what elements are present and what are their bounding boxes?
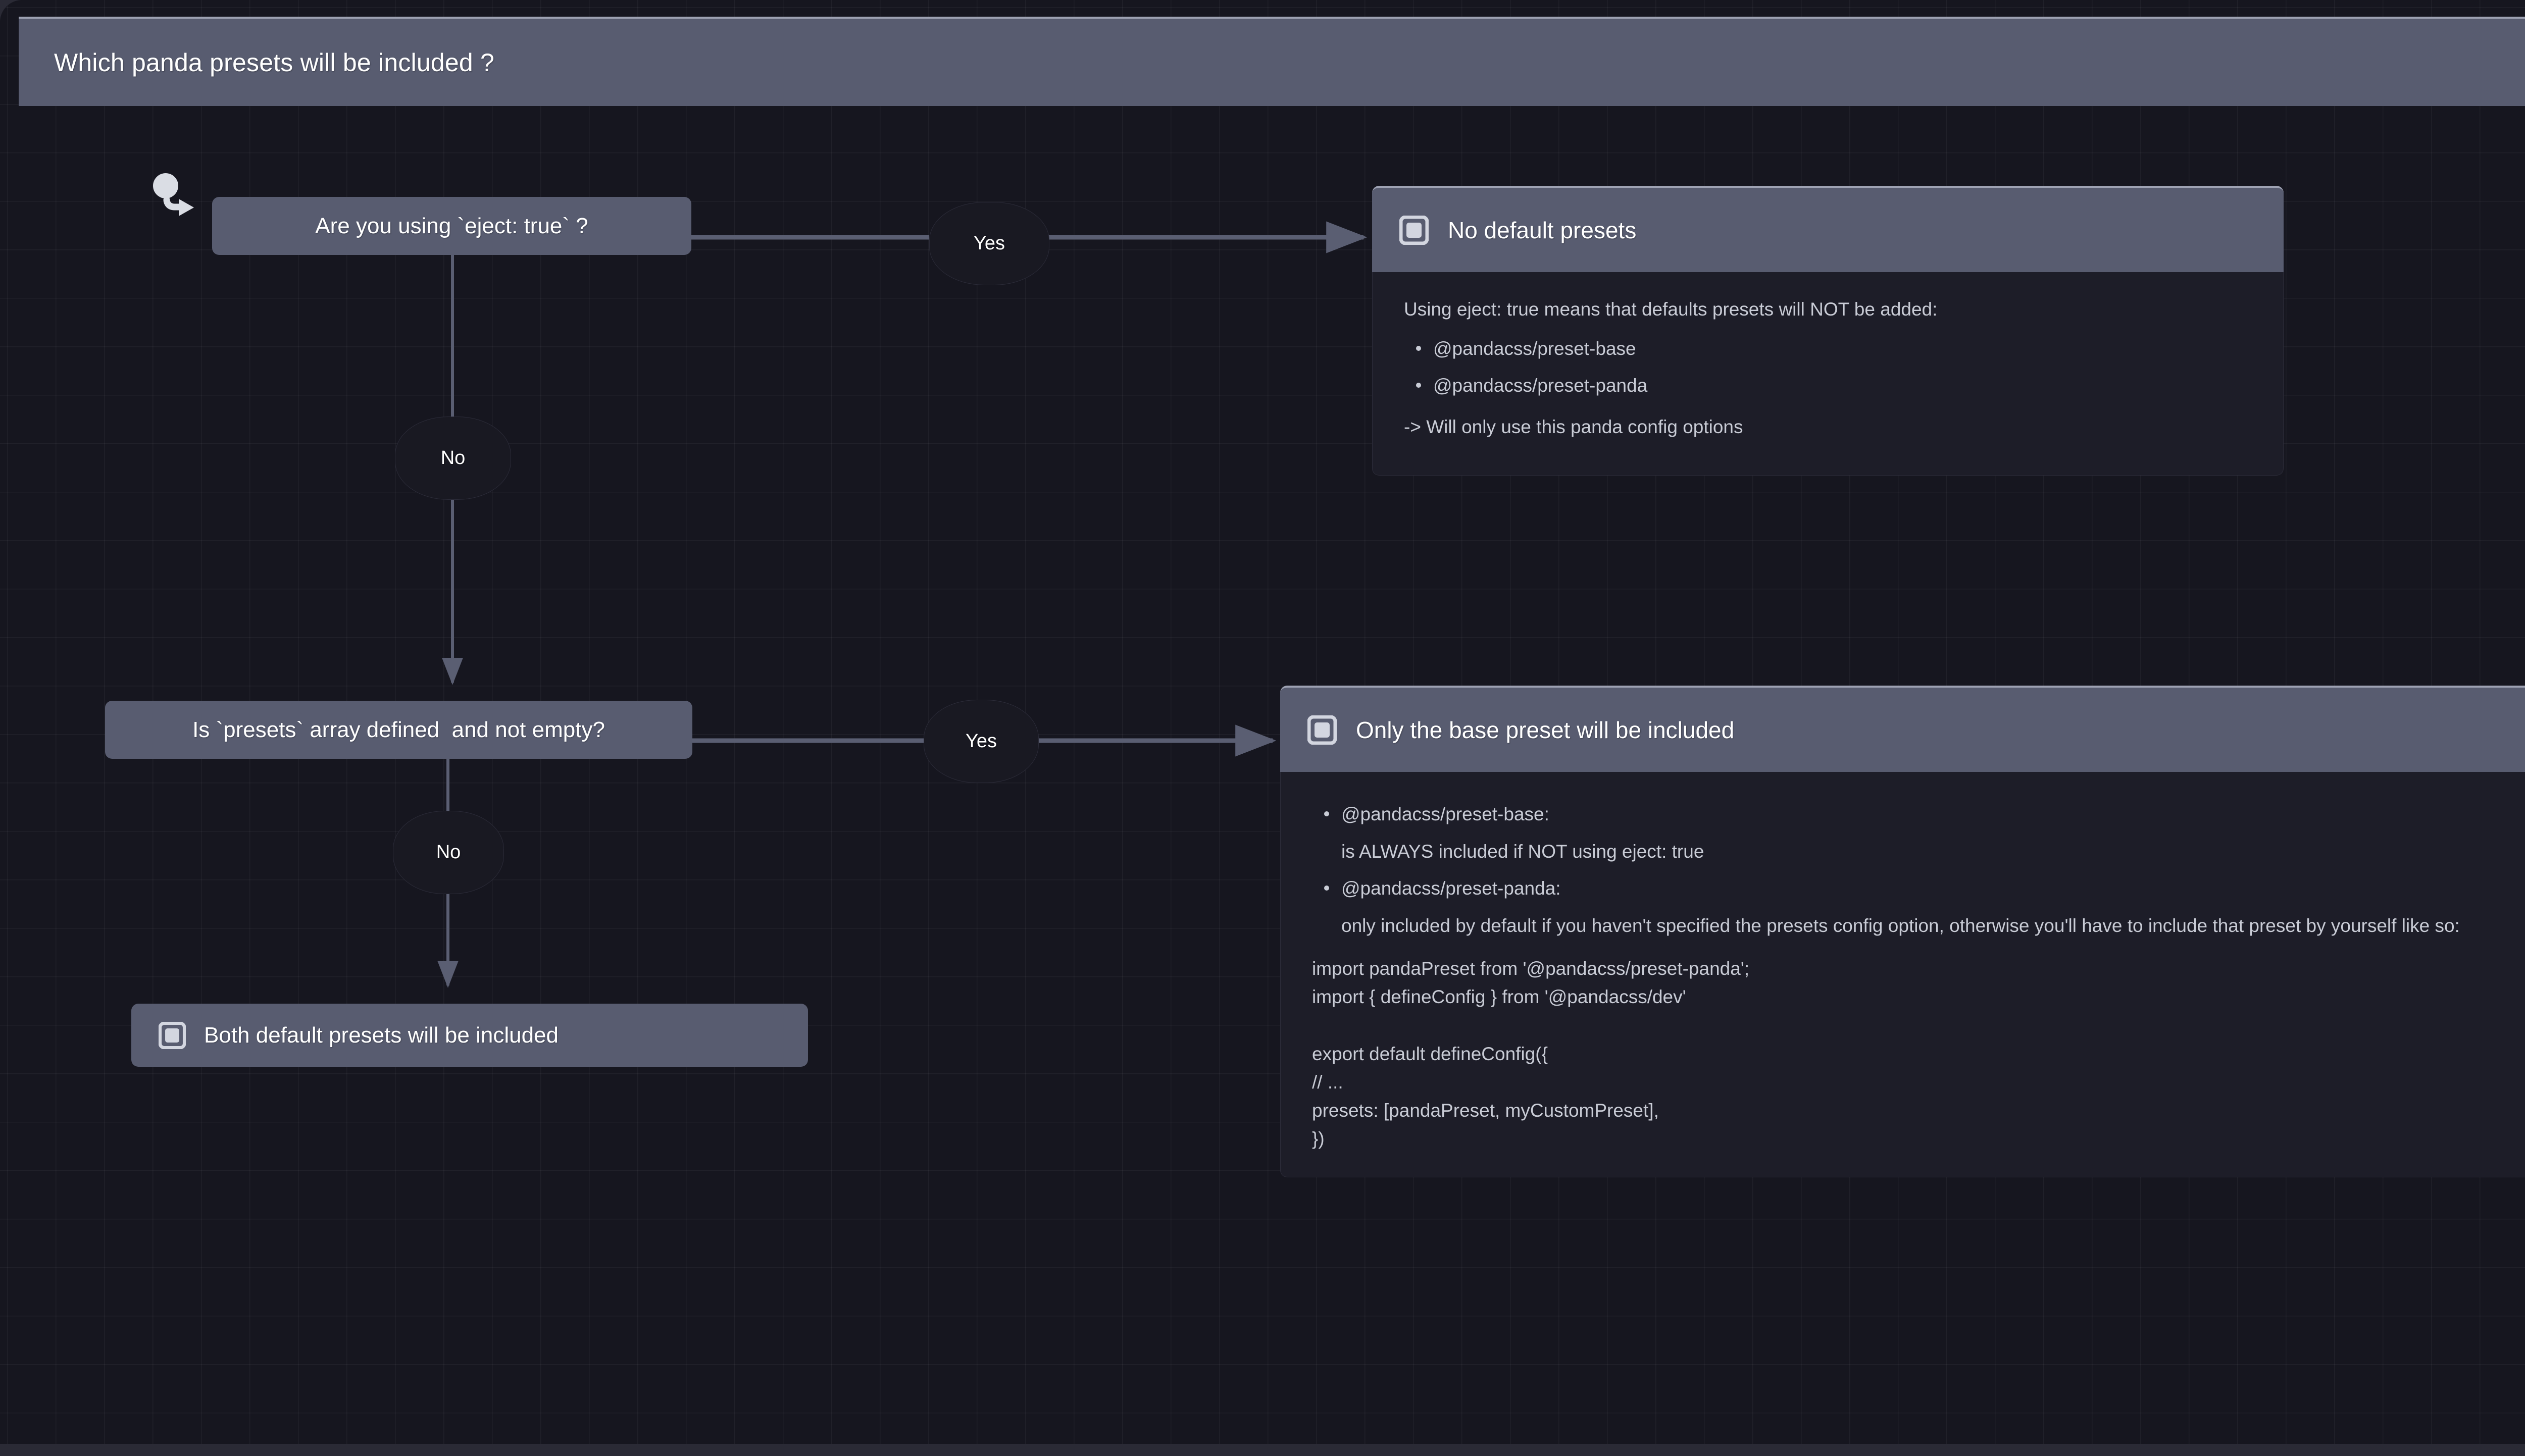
edge-label-presets-yes[interactable]: Yes bbox=[924, 700, 1039, 783]
note-square-icon bbox=[159, 1021, 186, 1049]
bullet-text: @pandacss/preset-base bbox=[1433, 338, 1636, 359]
bullet-text: @pandacss/preset-panda bbox=[1433, 375, 1648, 396]
note-bullet-list: @pandacss/preset-base @pandacss/preset-p… bbox=[1404, 335, 2254, 400]
note-header: No default presets bbox=[1372, 186, 2284, 272]
note-header: Only the base preset will be included bbox=[1280, 686, 2525, 772]
edge-label-text: Yes bbox=[966, 731, 997, 752]
edge-label-text: No bbox=[436, 842, 461, 863]
note-body: @pandacss/preset-base: is ALWAYS include… bbox=[1280, 772, 2525, 1177]
start-node-marker bbox=[153, 173, 194, 216]
page-title: Which panda presets will be included ? bbox=[54, 48, 494, 77]
edge-label-eject-yes[interactable]: Yes bbox=[929, 202, 1049, 285]
list-item: @pandacss/preset-panda bbox=[1416, 372, 2254, 400]
note-bullet-list: @pandacss/preset-base: is ALWAYS include… bbox=[1312, 800, 2525, 940]
bullet-detail: only included by default if you haven't … bbox=[1341, 915, 2460, 936]
note-intro: Using eject: true means that defaults pr… bbox=[1404, 299, 1938, 320]
list-item: @pandacss/preset-base bbox=[1416, 335, 2254, 363]
edge-label-text: No bbox=[440, 447, 466, 469]
note-square-icon bbox=[1307, 715, 1337, 745]
note-panel-no-default-presets[interactable]: No default presets Using eject: true mea… bbox=[1372, 186, 2284, 476]
node-presets-question-label: Is `presets` array defined and not empty… bbox=[192, 717, 605, 742]
edge-label-eject-no[interactable]: No bbox=[395, 417, 511, 500]
note-title: Only the base preset will be included bbox=[1356, 716, 1735, 743]
bullet-text: @pandacss/preset-panda: bbox=[1341, 878, 1561, 899]
list-item: @pandacss/preset-panda: only included by… bbox=[1324, 874, 2525, 940]
node-both-default-presets[interactable]: Both default presets will be included bbox=[131, 1004, 808, 1067]
bullet-text: @pandacss/preset-base: bbox=[1341, 804, 1549, 824]
list-item: @pandacss/preset-base: is ALWAYS include… bbox=[1324, 800, 2525, 865]
node-eject-question[interactable]: Are you using `eject: true` ? bbox=[212, 197, 691, 255]
note-panel-only-base-preset[interactable]: Only the base preset will be included @p… bbox=[1280, 686, 2525, 1177]
bullet-detail: is ALWAYS included if NOT using eject: t… bbox=[1341, 841, 1704, 862]
node-eject-question-label: Are you using `eject: true` ? bbox=[315, 213, 588, 238]
subgraph-header[interactable]: Which panda presets will be included ? bbox=[19, 17, 2525, 106]
note-outro: -> Will only use this panda config optio… bbox=[1404, 416, 1743, 437]
edge-label-presets-no[interactable]: No bbox=[393, 811, 504, 894]
edge-label-text: Yes bbox=[974, 233, 1005, 254]
node-presets-question[interactable]: Is `presets` array defined and not empty… bbox=[105, 701, 692, 759]
note-title: No default presets bbox=[1448, 217, 1637, 243]
code-snippet: import pandaPreset from '@pandacss/prese… bbox=[1312, 958, 1750, 1150]
note-square-icon bbox=[1399, 215, 1429, 245]
note-body: Using eject: true means that defaults pr… bbox=[1372, 272, 2284, 476]
node-both-presets-label: Both default presets will be included bbox=[204, 1022, 559, 1048]
